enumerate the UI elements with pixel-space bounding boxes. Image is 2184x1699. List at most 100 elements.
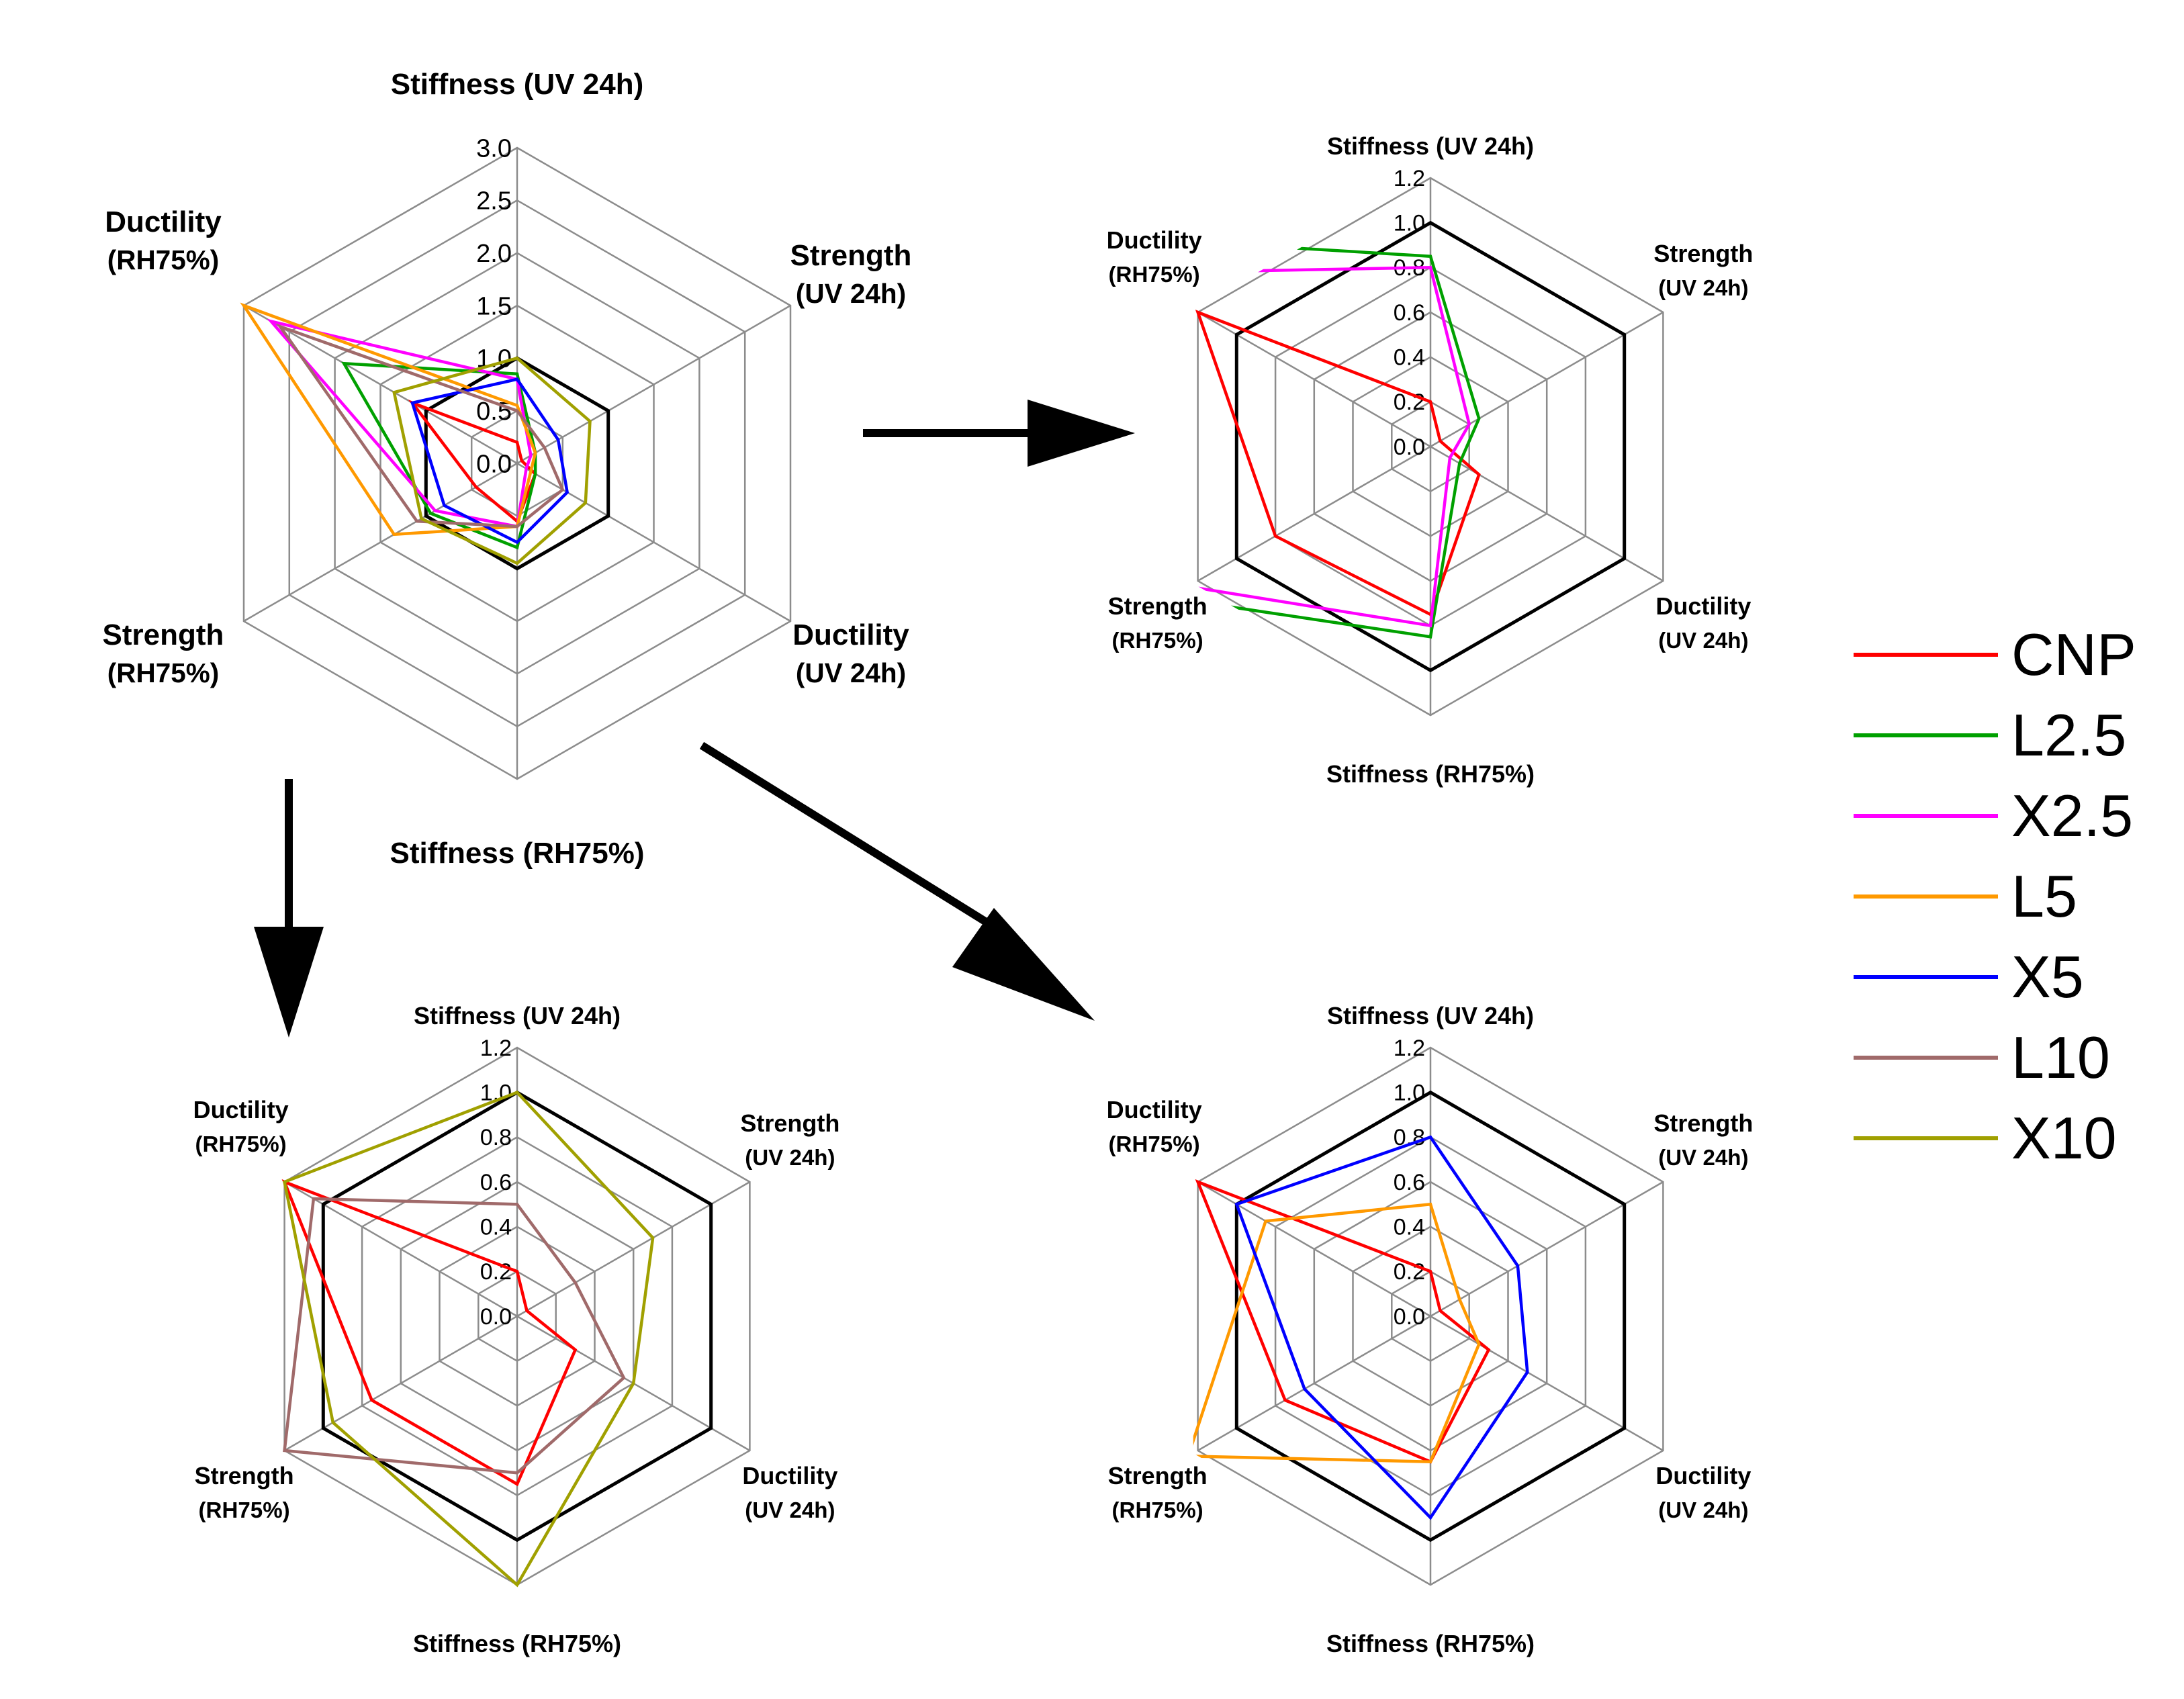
axis-label-str_rh: Strength: [195, 1462, 294, 1489]
tick-label: 1.5: [476, 292, 512, 320]
tick-label: 0.4: [480, 1215, 512, 1240]
legend-label-cnp: CNP: [2011, 621, 2136, 688]
series-x5-line: [410, 377, 570, 545]
legend-label-x2.5: X2.5: [2011, 782, 2133, 849]
axis-label-duct_rh: Ductility: [1107, 226, 1202, 254]
axis-label-stiff_rh: Stiffness (RH75%): [1326, 760, 1535, 788]
series-l2.5-line: [1193, 232, 1481, 639]
series-x10-line: [283, 1091, 655, 1588]
tick-label: 0.0: [480, 1304, 512, 1330]
axis-label-duct_uv: Ductility: [742, 1462, 837, 1489]
axis-label-stiff_uv: Stiffness (UV 24h): [414, 1002, 621, 1029]
tick-label: 3.0: [476, 134, 512, 163]
tick-label: 0.0: [1394, 1304, 1425, 1330]
axis-label-str_rh-sub: (RH75%): [1112, 629, 1203, 653]
axis-label-str_rh-sub: (RH75%): [199, 1498, 290, 1523]
axis-label-stiff_uv: Stiffness (UV 24h): [1327, 1002, 1534, 1029]
axis-spoke: [243, 304, 518, 465]
axis-label-str_uv-sub: (UV 24h): [1658, 1146, 1748, 1170]
tick-label: 1.0: [1394, 211, 1425, 236]
axis-label-duct_rh: Ductility: [193, 1096, 289, 1123]
axis-label-duct_uv-sub: (UV 24h): [1658, 629, 1748, 653]
tick-label: 0.6: [480, 1170, 512, 1195]
series-group: [281, 1091, 655, 1588]
axis-label-str_rh: Strength: [103, 618, 224, 651]
legend-label-l2.5: L2.5: [2011, 702, 2126, 768]
tick-label: 2.0: [476, 240, 512, 268]
arrow-down-head: [254, 927, 324, 1038]
series-group: [1193, 232, 1481, 639]
axis-label-stiff_uv: Stiffness (UV 24h): [1327, 132, 1534, 160]
reference-hexagon: [321, 1090, 713, 1543]
series-x5-line: [1234, 1135, 1529, 1520]
axis-label-str_rh: Strength: [1108, 592, 1208, 620]
transition-arrows: [254, 400, 1135, 1038]
reference-hexagon: [1234, 220, 1627, 673]
axis-label-stiff_rh: Stiffness (RH75%): [1326, 1630, 1535, 1657]
tick-label: 1.0: [1394, 1081, 1425, 1106]
axis-label-str_rh: Strength: [1108, 1462, 1208, 1489]
tick-label: 0.0: [476, 450, 512, 478]
series-x10-line: [392, 356, 592, 565]
axis-label-str_rh-sub: (RH75%): [1112, 1498, 1203, 1523]
tick-label: 0.8: [1394, 1125, 1425, 1150]
tick-label: 1.2: [1394, 1036, 1425, 1061]
axis-label-stiff_rh: Stiffness (RH75%): [413, 1630, 621, 1657]
series-group: [1193, 1135, 1529, 1520]
tick-label: 0.0: [1394, 434, 1425, 460]
series-cnp-line: [1195, 1179, 1491, 1464]
axis-label-duct_rh-sub: (RH75%): [195, 1132, 287, 1157]
reference-hexagon: [424, 356, 610, 571]
axis-label-duct_rh-sub: (RH75%): [107, 244, 219, 275]
axis-label-duct_uv: Ductility: [792, 618, 909, 651]
tick-label: 1.2: [1394, 166, 1425, 191]
axis-spoke: [516, 304, 791, 465]
axis-label-duct_uv: Ductility: [1655, 1462, 1751, 1489]
tick-label: 0.6: [1394, 1170, 1425, 1195]
axis-label-duct_uv: Ductility: [1655, 592, 1751, 620]
axis-label-duct_rh-sub: (RH75%): [1109, 1132, 1200, 1157]
axis-label-str_rh-sub: (RH75%): [107, 657, 219, 688]
arrow-diagonal: [699, 741, 1023, 948]
axis-label-duct_uv-sub: (UV 24h): [745, 1498, 835, 1523]
arrow-right-head: [1028, 400, 1135, 467]
axis-label-duct_rh: Ductility: [1107, 1096, 1202, 1123]
series-x2.5-line: [1193, 266, 1471, 628]
series-l5-line: [1193, 1202, 1481, 1463]
axis-label-str_uv: Strength: [1653, 240, 1753, 267]
axis-spoke: [243, 462, 518, 623]
series-group: [240, 302, 592, 565]
axis-label-duct_rh: Ductility: [105, 205, 222, 238]
tick-label: 0.4: [1394, 1215, 1425, 1240]
axis-label-str_uv-sub: (UV 24h): [1658, 276, 1748, 301]
legend-label-x10: X10: [2011, 1105, 2117, 1171]
axis-label-stiff_uv: Stiffness (UV 24h): [391, 68, 644, 101]
axis-label-str_uv-sub: (UV 24h): [796, 278, 906, 309]
axis-label-duct_uv-sub: (UV 24h): [1658, 1498, 1748, 1523]
tick-label: 0.6: [1394, 300, 1425, 326]
axis-label-str_uv: Strength: [740, 1109, 839, 1137]
series-l10-line: [283, 1197, 626, 1475]
tick-label: 0.4: [1394, 345, 1425, 371]
axis-label-str_uv: Strength: [790, 239, 912, 272]
series-cnp-line: [281, 1179, 578, 1487]
axis-label-str_uv: Strength: [1653, 1109, 1753, 1137]
axis-label-str_uv-sub: (UV 24h): [745, 1146, 835, 1170]
legend-label-l10: L10: [2011, 1024, 2110, 1091]
tick-label: 1.2: [480, 1036, 512, 1061]
axis-label-stiff_rh: Stiffness (RH75%): [390, 837, 645, 870]
legend-label-x5: X5: [2011, 944, 2084, 1010]
tick-label: 2.5: [476, 187, 512, 216]
axis-label-duct_uv-sub: (UV 24h): [796, 657, 906, 688]
arrow-diagonal-head: [952, 908, 1095, 1021]
series-l10-line: [276, 323, 565, 529]
tick-label: 0.8: [480, 1125, 512, 1150]
legend-label-l5: L5: [2011, 863, 2077, 929]
axis-label-duct_rh-sub: (RH75%): [1109, 263, 1200, 287]
